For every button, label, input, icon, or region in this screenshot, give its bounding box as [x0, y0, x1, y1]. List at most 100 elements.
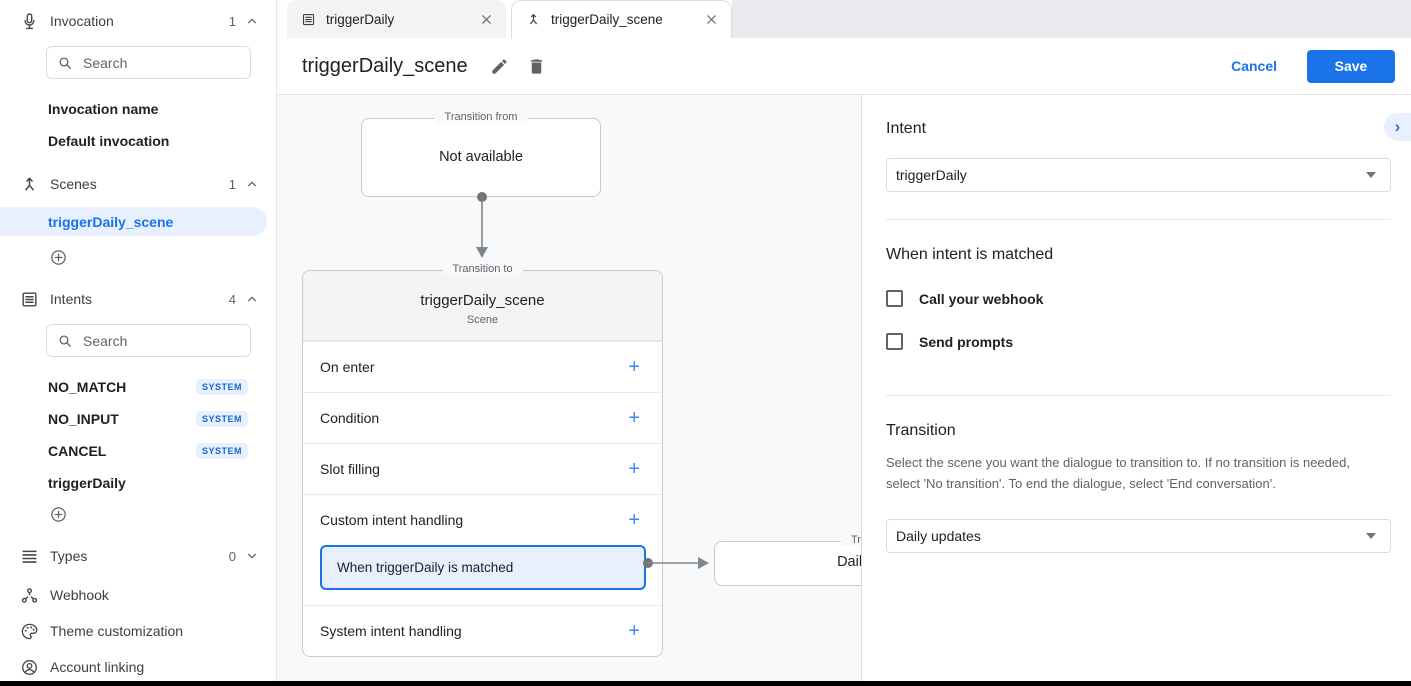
plus-circle-icon: [49, 505, 68, 524]
divider: [886, 395, 1391, 396]
sidebar-item-no-input[interactable]: NO_INPUT SYSTEM: [0, 403, 276, 435]
intents-search[interactable]: [46, 324, 251, 357]
microphone-icon: [20, 12, 39, 31]
send-prompts-checkbox[interactable]: [886, 333, 903, 350]
delete-icon[interactable]: [527, 57, 546, 76]
chevron-right-icon: ›: [1394, 117, 1401, 136]
close-icon[interactable]: [704, 12, 719, 27]
section-label: Intents: [50, 291, 93, 307]
save-button[interactable]: Save: [1307, 49, 1395, 83]
handler-when-triggerdaily-matched[interactable]: When triggerDaily is matched: [320, 545, 646, 590]
add-slot-filling-button[interactable]: +: [628, 458, 640, 480]
webhook-icon: [20, 586, 39, 605]
add-condition-button[interactable]: +: [628, 407, 640, 429]
tab-triggerdaily-scene[interactable]: triggerDaily_scene: [511, 0, 732, 38]
add-custom-intent-button[interactable]: +: [628, 509, 640, 531]
divider: [886, 219, 1391, 220]
plus-circle-icon: [49, 248, 68, 267]
sidebar-item-cancel[interactable]: CANCEL SYSTEM: [0, 435, 276, 467]
sidebar-item-triggerdaily[interactable]: triggerDaily: [48, 475, 126, 491]
intent-icon: [20, 290, 39, 309]
intents-search-input[interactable]: [83, 332, 233, 349]
chevron-up-icon[interactable]: [244, 13, 260, 29]
checkbox-row-send-prompts[interactable]: Send prompts: [886, 333, 1391, 350]
system-badge: SYSTEM: [195, 443, 248, 459]
scene-icon: [20, 175, 39, 194]
section-count: 0: [228, 548, 236, 564]
intent-select-value: triggerDaily: [896, 167, 967, 183]
webhook-checkbox[interactable]: [886, 290, 903, 307]
intent-heading: Intent: [886, 120, 927, 137]
sidebar-section-scenes[interactable]: Scenes 1: [0, 167, 276, 201]
section-count: 1: [228, 176, 236, 192]
checkbox-row-call-your-webhook[interactable]: Call your webhook: [886, 290, 1391, 307]
transition-from-box: Transition from Not available: [361, 111, 601, 197]
when-matched-heading: When intent is matched: [886, 246, 1054, 263]
system-badge: SYSTEM: [195, 379, 248, 395]
row-condition[interactable]: Condition +: [303, 392, 662, 443]
section-label: Invocation: [50, 13, 114, 29]
row-slot-filling[interactable]: Slot filling +: [303, 443, 662, 494]
intent-icon: [301, 12, 316, 27]
add-on-enter-button[interactable]: +: [628, 356, 640, 378]
chevron-up-icon[interactable]: [244, 176, 260, 192]
transition-to-legend: Transition to: [442, 263, 523, 275]
page-title: triggerDaily_scene: [302, 54, 468, 77]
sidebar-item-account-linking[interactable]: Account linking: [0, 649, 276, 681]
sidebar-item-default-invocation[interactable]: Default invocation: [48, 133, 170, 149]
scene-card-title: triggerDaily_scene: [420, 292, 545, 309]
intent-select[interactable]: triggerDaily: [886, 158, 1391, 192]
add-intent-button[interactable]: [0, 499, 276, 529]
sidebar-section-intents[interactable]: Intents 4: [0, 282, 276, 316]
sidebar-item-theme-customization[interactable]: Theme customization: [0, 613, 276, 649]
transition-from-legend: Transition from: [434, 111, 528, 123]
sidebar-section-invocation[interactable]: Invocation 1: [0, 4, 276, 38]
transition-to-legend: Transition to: [840, 534, 861, 546]
sidebar-item-invocation-name[interactable]: Invocation name: [48, 101, 159, 117]
sidebar-section-types[interactable]: Types 0: [0, 539, 276, 573]
types-icon: [20, 547, 39, 566]
scene-icon: [526, 12, 541, 27]
sidebar-item-triggerdaily-scene[interactable]: triggerDaily_scene: [0, 207, 267, 236]
system-badge: SYSTEM: [195, 411, 248, 427]
transition-target-box[interactable]: Transition to Daily updates: [714, 534, 861, 586]
transition-heading: Transition: [886, 422, 956, 439]
dropdown-caret-icon: [1366, 532, 1376, 539]
scene-card: Transition to triggerDaily_scene Scene O…: [302, 263, 663, 657]
transition-target-value: Daily updates: [837, 554, 861, 570]
transition-from-value: Not available: [439, 149, 523, 165]
add-scene-button[interactable]: [0, 242, 276, 272]
main-area: triggerDaily triggerDaily_scene triggerD…: [277, 0, 1411, 686]
cancel-button[interactable]: Cancel: [1231, 58, 1277, 74]
row-system-intent-handling[interactable]: System intent handling +: [303, 605, 662, 656]
close-icon[interactable]: [479, 12, 494, 27]
window-bottom-edge: [0, 681, 1411, 686]
row-on-enter[interactable]: On enter +: [303, 341, 662, 392]
chevron-down-icon[interactable]: [244, 548, 260, 564]
editor-content: Transition from Not available Transition…: [277, 95, 1411, 686]
transition-description: Select the scene you want the dialogue t…: [886, 455, 1350, 491]
tab-triggerdaily[interactable]: triggerDaily: [287, 0, 506, 38]
transition-select-value: Daily updates: [896, 527, 981, 544]
sidebar-item-webhook[interactable]: Webhook: [0, 577, 276, 613]
edit-icon[interactable]: [490, 57, 509, 76]
scene-card-header[interactable]: triggerDaily_scene Scene: [303, 271, 662, 341]
collapse-panel-button[interactable]: ›: [1384, 113, 1411, 141]
add-system-intent-button[interactable]: +: [628, 620, 640, 642]
sidebar: Invocation 1 Invocation name Default inv…: [0, 0, 277, 681]
sidebar-item-no-match[interactable]: NO_MATCH SYSTEM: [0, 371, 276, 403]
tab-strip: triggerDaily triggerDaily_scene: [277, 0, 1411, 38]
row-custom-intent-handling: Custom intent handling + When triggerDai…: [303, 494, 662, 605]
down-arrow-connector: [476, 192, 488, 258]
scene-diagram-canvas: Transition from Not available Transition…: [277, 95, 861, 686]
transition-select[interactable]: Daily updates: [886, 518, 1391, 553]
invocation-search-input[interactable]: [83, 54, 233, 71]
scene-card-subtitle: Scene: [466, 314, 499, 326]
invocation-search[interactable]: [46, 46, 251, 79]
chevron-up-icon[interactable]: [244, 291, 260, 307]
editor-header: triggerDaily_scene Cancel Save: [277, 38, 1411, 95]
section-count: 1: [228, 13, 236, 29]
section-label: Types: [50, 548, 88, 564]
section-label: Scenes: [50, 176, 97, 192]
